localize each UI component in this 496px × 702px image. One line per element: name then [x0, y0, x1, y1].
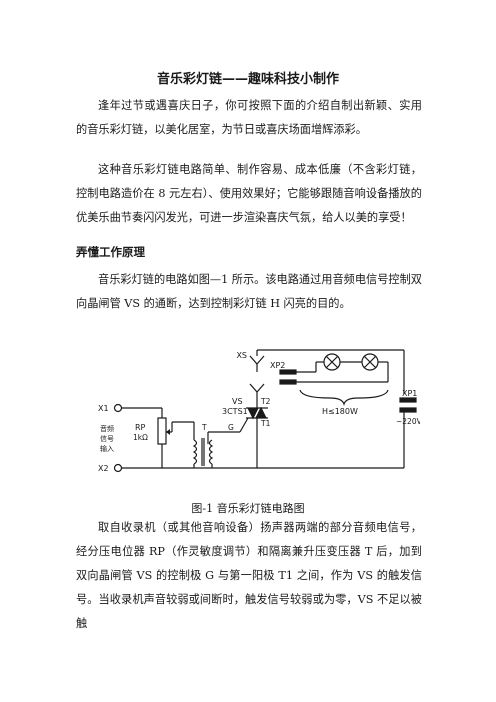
label-xs: XS — [236, 351, 247, 360]
rp-resistor — [157, 417, 167, 445]
principle-paragraph: 音乐彩灯链的电路如图—1 所示。该电路通过用音频电信号控制双向晶闸管 VS 的通… — [76, 273, 422, 310]
label-vs-model: 3CTS1 — [222, 407, 248, 416]
label-x2: X2 — [98, 464, 109, 473]
description-paragraph: 这种音乐彩灯链电路简单、制作容易、成本低廉（不含彩灯链，控制电路造价在 8 元左… — [76, 163, 422, 224]
label-audio-in-2: 信号 — [100, 434, 114, 443]
label-t: T — [201, 423, 207, 432]
label-audio-in-1: 音频 — [100, 424, 114, 433]
xs-socket-upper — [249, 355, 265, 365]
label-t1: T1 — [260, 419, 271, 428]
label-t2: T2 — [260, 397, 271, 406]
document-title: 音乐彩灯链——趣味科技小制作 — [156, 72, 339, 87]
label-x1: X1 — [98, 404, 109, 413]
label-xp2: XP2 — [270, 361, 285, 370]
label-rp: RP — [135, 423, 146, 432]
bottom-paragraph: 取自收录机（或其他音响设备）扬声器两端的部分音频电信号，经分压电位器 RP（作灵… — [76, 521, 422, 630]
circuit-diagram: XS XP2 VS 3CTS1 T2 T1 G T X1 X2 RP 1kΩ 音… — [98, 349, 420, 473]
label-rp-value: 1kΩ — [133, 433, 148, 442]
x2-terminal — [113, 463, 123, 473]
label-xp1: XP1 — [402, 389, 417, 398]
figure-caption: 图-1 音乐彩灯链电路图 — [191, 502, 305, 515]
xs-socket-lower — [249, 383, 265, 393]
label-audio-in-3: 输入 — [100, 444, 114, 453]
label-vs: VS — [232, 397, 243, 406]
label-h-spec: H≤180W — [322, 407, 358, 416]
label-g: G — [228, 423, 234, 432]
x1-terminal — [113, 403, 123, 413]
section-heading: 弄懂工作原理 — [76, 245, 145, 259]
label-voltage: ~220V — [396, 417, 420, 426]
intro-paragraph: 逢年过节或遇喜庆日子，你可按照下面的介绍自制出新颖、实用的音乐彩灯链，以美化居室… — [76, 99, 422, 136]
